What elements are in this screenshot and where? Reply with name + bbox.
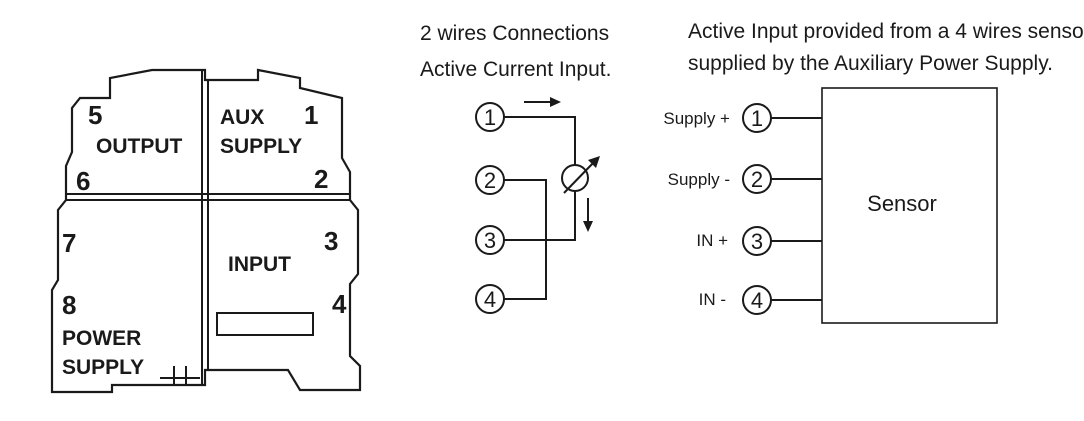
terminal-5: 5 bbox=[88, 100, 102, 130]
two-wire-terminal-3: 3 bbox=[484, 228, 496, 253]
four-wire-terminal-3: 3 bbox=[751, 229, 763, 254]
label-slot bbox=[216, 312, 314, 336]
pin-label-supply-minus: Supply - bbox=[668, 170, 730, 189]
four-wire-terminal-2: 2 bbox=[751, 167, 763, 192]
output-label: OUTPUT bbox=[96, 135, 183, 158]
four-wire-title-1: Active Input provided from a 4 wires sen… bbox=[688, 20, 1084, 43]
two-wire-terminal-4: 4 bbox=[484, 287, 496, 312]
terminal-6: 6 bbox=[76, 166, 90, 196]
two-wire-title-1: 2 wires Connections bbox=[420, 22, 609, 45]
four-wire-terminals: 1 2 3 4 bbox=[742, 103, 772, 315]
current-source-icon bbox=[561, 164, 589, 192]
two-wire-terminal-2: 2 bbox=[484, 168, 496, 193]
terminal-8: 8 bbox=[62, 290, 76, 320]
pin-label-in-minus: IN - bbox=[699, 290, 726, 309]
pin-label-supply-plus: Supply + bbox=[663, 109, 730, 128]
two-wire-title-2: Active Current Input. bbox=[420, 58, 611, 81]
terminal-3: 3 bbox=[324, 226, 338, 256]
terminal-2: 2 bbox=[314, 164, 328, 194]
sensor-box bbox=[821, 87, 998, 324]
terminal-4: 4 bbox=[332, 289, 347, 319]
pin-label-in-plus: IN + bbox=[696, 231, 728, 250]
aux-supply-label: SUPPLY bbox=[220, 135, 302, 158]
aux-label: AUX bbox=[220, 106, 264, 129]
input-label: INPUT bbox=[228, 253, 291, 276]
two-wire-wiring bbox=[504, 97, 600, 300]
terminal-1: 1 bbox=[304, 100, 318, 130]
four-wire-title-2: supplied by the Auxiliary Power Supply. bbox=[688, 52, 1053, 75]
module-body bbox=[50, 68, 362, 394]
terminal-7: 7 bbox=[62, 228, 76, 258]
two-wire-terminals: 1 2 3 4 bbox=[475, 102, 505, 314]
sensor-label: Sensor bbox=[867, 191, 937, 216]
four-wire-wiring bbox=[771, 117, 822, 301]
two-wire-terminal-1: 1 bbox=[484, 105, 496, 130]
four-wire-terminal-4: 4 bbox=[751, 288, 763, 313]
four-wire-terminal-1: 1 bbox=[751, 106, 763, 131]
power-supply-label: SUPPLY bbox=[62, 356, 144, 379]
power-label: POWER bbox=[62, 327, 141, 350]
